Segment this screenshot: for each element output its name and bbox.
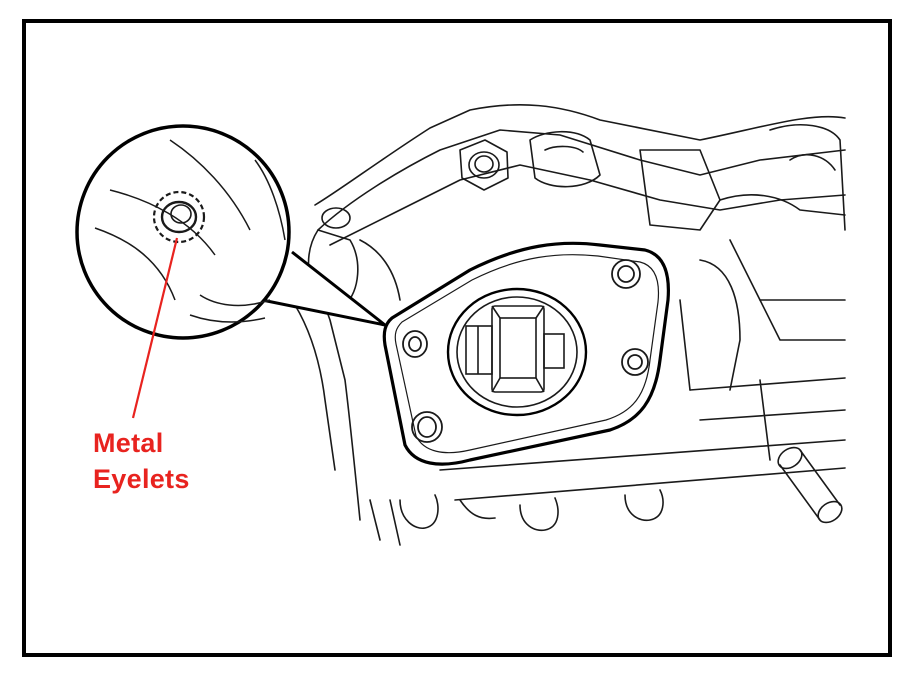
center-port [446,287,588,417]
eyelet-top-right [611,259,641,289]
outer-frame [22,19,892,657]
callout-leader-line [131,237,179,419]
magnifier-callout [75,124,386,340]
magnified-eyelet [152,190,206,244]
hex-bolt [459,139,509,191]
eyelet-right [621,348,649,376]
callout-label-metal: Metal [93,428,164,458]
eyelet-left [402,330,428,358]
eyelet-bottom-left [411,411,443,443]
plate-eyelets [402,259,649,443]
callout-label-eyelets: Eyelets [93,464,190,494]
